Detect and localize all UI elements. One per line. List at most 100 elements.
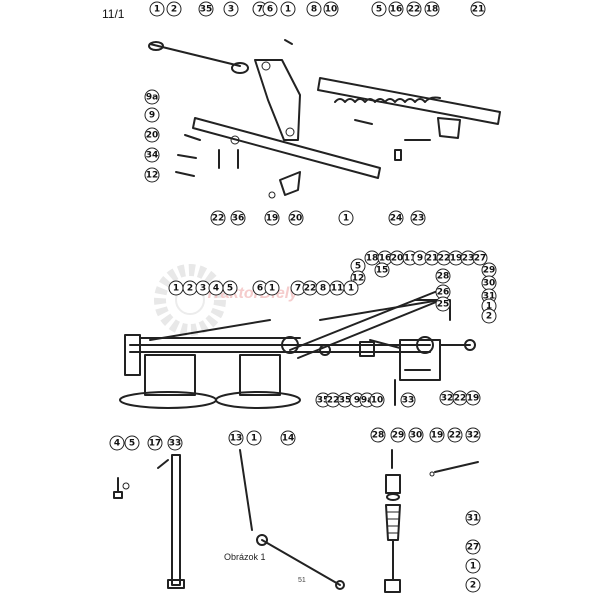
callout-label: 33 (169, 439, 182, 449)
callout-label: 5 (355, 262, 361, 272)
callout-label: 35 (339, 396, 352, 406)
callout-13: 13 (228, 430, 244, 446)
callout-label: 22 (327, 396, 340, 406)
callout-label: 6 (267, 5, 273, 15)
callout-19: 19 (264, 210, 280, 226)
callout-34: 34 (144, 147, 160, 163)
callout-label: 1 (470, 562, 476, 572)
callout-1: 1 (264, 280, 280, 296)
callout-18: 18 (424, 1, 440, 17)
callout-28: 28 (370, 427, 386, 443)
callout-label: 13 (230, 434, 243, 444)
callout-label: 18 (426, 5, 439, 15)
clamp (437, 117, 461, 139)
callout-label: 16 (390, 5, 403, 15)
callout-label: 22 (408, 5, 421, 15)
washer-19 (268, 191, 276, 199)
callout-label: 32 (441, 394, 454, 404)
callout-label: 10 (325, 5, 338, 15)
callout-label: 22 (304, 284, 317, 294)
callout-22: 22 (447, 427, 463, 443)
callout-3: 3 (223, 1, 239, 17)
callout-31: 31 (465, 510, 481, 526)
callout-label: 10 (371, 396, 384, 406)
callout-28: 28 (435, 268, 451, 284)
washer-19b (429, 471, 435, 477)
callout-label: 6 (257, 284, 263, 294)
callout-11: 11 (329, 280, 345, 296)
pin-17 (157, 459, 169, 469)
callout-20: 20 (288, 210, 304, 226)
callout-label: 8 (320, 284, 326, 294)
callout-label: 4 (213, 284, 219, 294)
callout-label: 8 (311, 5, 317, 15)
callout-5: 5 (124, 435, 140, 451)
shaft-33 (171, 454, 181, 586)
callout-label: 2 (486, 312, 492, 322)
callout-2: 2 (465, 577, 481, 593)
upper-beam (317, 77, 501, 125)
callout-4: 4 (208, 280, 224, 296)
callout-label: 31 (483, 292, 496, 302)
callout-30: 30 (481, 275, 497, 291)
rod-13 (239, 449, 253, 531)
pin-20 (184, 134, 201, 141)
callout-5: 5 (371, 1, 387, 17)
callout-22: 22 (210, 210, 226, 226)
watermark: TraktorDiely (154, 264, 299, 336)
callout-9a: 9a (144, 89, 160, 105)
drum-left (144, 354, 196, 396)
callout-19: 19 (465, 390, 481, 406)
callout-9: 9 (144, 107, 160, 123)
callout-label: 28 (372, 431, 385, 441)
callout-label: 1 (343, 214, 349, 224)
nut-5 (122, 482, 130, 490)
callout-label: 4 (114, 439, 120, 449)
callout-27: 27 (465, 539, 481, 555)
callout-label: 27 (467, 543, 480, 553)
lift-rod (149, 319, 271, 341)
callout-label: 9 (149, 111, 155, 121)
callout-22: 22 (302, 280, 318, 296)
callout-label: 5 (376, 5, 382, 15)
stray-mark: 51 (298, 577, 306, 584)
figure-caption: Obrázok 1 (224, 552, 266, 562)
clevis (384, 579, 401, 593)
rod-eye (148, 41, 164, 51)
callout-22: 22 (406, 1, 422, 17)
callout-1: 1 (338, 210, 354, 226)
nut-24 (394, 149, 402, 161)
pin-32 (434, 461, 479, 473)
top-assembly (148, 39, 501, 199)
callout-label: 9a (361, 396, 373, 406)
callout-label: 2 (470, 581, 476, 591)
callout-label: 19 (431, 431, 444, 441)
pin (284, 39, 293, 45)
callout-label: 28 (437, 272, 450, 282)
callout-label: 23 (462, 254, 475, 264)
pin-12 (175, 171, 195, 177)
callout-10: 10 (369, 392, 385, 408)
callout-1: 1 (246, 430, 262, 446)
callout-22: 22 (452, 390, 468, 406)
callout-label: 33 (402, 396, 415, 406)
callout-label: 22 (438, 254, 451, 264)
callout-32: 32 (465, 427, 481, 443)
callout-2: 2 (182, 280, 198, 296)
page-label: 11/1 (102, 7, 125, 21)
hitch-frame (399, 339, 441, 381)
central-hub (281, 336, 299, 354)
callout-29: 29 (390, 427, 406, 443)
callout-label: 20 (391, 254, 404, 264)
mower-assembly (119, 289, 476, 409)
callout-21: 21 (424, 250, 440, 266)
callout-label: 31 (467, 514, 480, 524)
callout-6: 6 (262, 1, 278, 17)
callout-label: 36 (232, 214, 245, 224)
bracket (359, 341, 375, 357)
callout-33: 33 (167, 435, 183, 451)
callout-label: 1 (251, 434, 257, 444)
lever-14 (261, 539, 341, 586)
tie-rod (149, 43, 241, 67)
